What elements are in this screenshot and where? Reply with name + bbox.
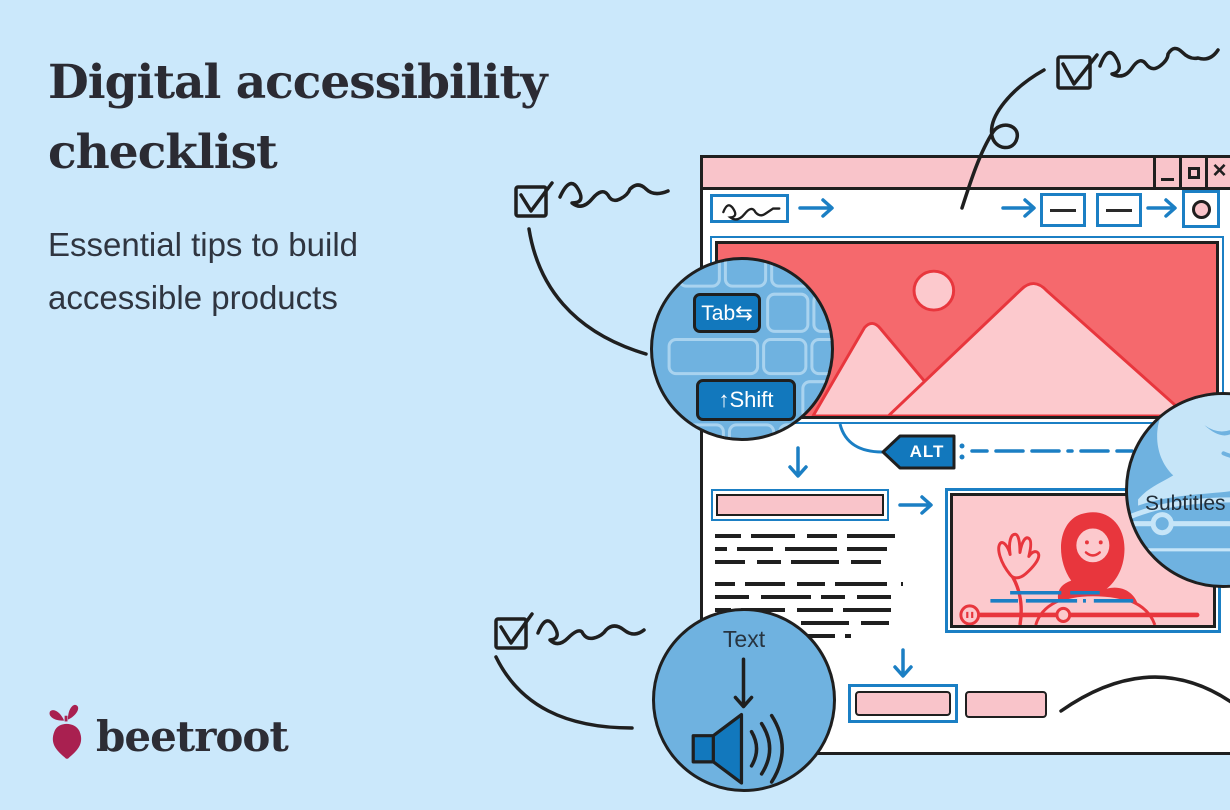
focused-button [848,684,958,723]
mountains-sun-illustration [811,269,1189,416]
face [1073,525,1112,565]
subtitle-knob [1150,512,1174,536]
tts-label: Text [722,626,766,652]
page-subtitle: Essential tips to build accessible produ… [48,218,358,324]
toolbar-dash-button [1096,193,1142,227]
subtitle-line: Essential tips to build [48,226,359,263]
smile [1084,551,1101,557]
handwriting-scribble-icon [721,203,780,221]
shift-key: ↑Shift [696,379,796,421]
sun-icon [912,269,956,312]
page-title: Digital accessibility checklist [48,48,548,188]
keyboard-magnifier: Tab⇆ ↑Shift [650,257,834,441]
beet-icon [49,704,82,759]
alt-tag-label: ALT [909,442,945,461]
button-placeholder [855,691,951,716]
waving-hand-icon [997,532,1041,580]
subtitles-illustration [1128,395,1230,552]
subtitles-label: Subtitles [1145,492,1226,515]
brand-name: beetroot [96,712,289,761]
address-scribble-field [710,194,789,223]
checkbox-checked-icon [494,612,534,650]
secondary-button-placeholder [965,691,1047,718]
video-illustration [959,512,1200,625]
shoulder-line [1128,497,1230,521]
colon-dots [959,443,965,460]
mountain-icon [886,282,1189,416]
tts-illustration [691,657,784,785]
text-to-speech-magnifier: Text [652,608,836,792]
alt-connector-curve [838,423,883,454]
dash-icon [1050,208,1076,212]
focused-heading-placeholder [711,489,889,521]
smile-shape [1204,425,1230,436]
browser-titlebar: × [703,158,1230,190]
maximize-icon [1179,158,1205,187]
alt-tag: ALT [900,437,954,467]
scribble-line [536,619,646,646]
person-silhouette [1138,395,1230,506]
speaker-icon [691,712,784,785]
toolbar-dash-button [1040,193,1086,227]
video-subtitle-dashes [990,590,1147,603]
title-line: checklist [48,125,278,180]
record-dot-icon [1191,199,1211,219]
close-icon: × [1205,158,1230,187]
brand-logo: beetroot [46,702,289,761]
scribble-line [1098,46,1220,78]
window-controls: × [1153,158,1230,187]
down-arrow-icon [733,657,754,709]
connector-curve [527,227,648,356]
tab-key: Tab⇆ [693,293,761,333]
subtitles-magnifier: Subtitles [1125,392,1230,588]
keyboard-keys-outline [667,260,831,438]
record-button [1182,190,1220,228]
pause-icon [959,604,981,625]
subtitle-line: accessible products [48,279,338,316]
minimize-icon [1153,158,1179,187]
title-line: Digital accessibility [48,55,548,110]
decorative-arc [1059,675,1230,713]
dash-icon [1106,208,1132,212]
progress-knob [1055,606,1072,623]
scribble-line [558,181,670,208]
sound-waves-icon [749,713,784,784]
checkbox-checked-icon [1056,53,1099,90]
connector-curve [494,655,634,730]
